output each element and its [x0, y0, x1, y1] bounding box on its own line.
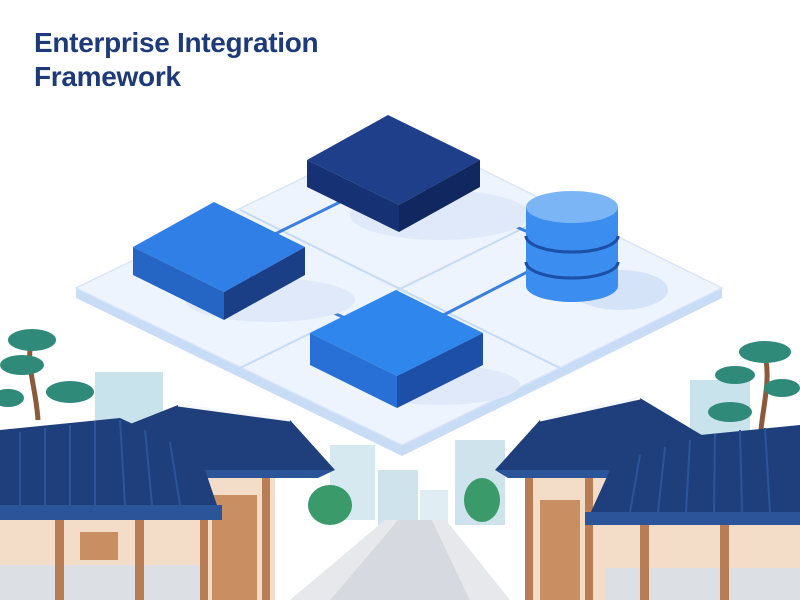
block-top-face: [133, 202, 305, 292]
hanok-pillar: [55, 520, 64, 600]
platform-grid-line: [239, 209, 561, 369]
database-band: [524, 261, 620, 280]
pine-foliage: [739, 341, 791, 363]
block-left-face: [310, 333, 397, 408]
database-top: [526, 191, 618, 223]
roof-tile-lines: [19, 419, 181, 506]
pine-foliage: [715, 366, 755, 384]
hanok-door: [540, 500, 580, 600]
database-body: [526, 207, 618, 302]
sidewalk-left: [290, 520, 398, 600]
roof-tile-lines: [629, 427, 771, 513]
hanok-pillar: [640, 525, 649, 600]
block-left-face: [307, 160, 399, 232]
pine-tree-right: [708, 341, 800, 441]
block-right-face: [397, 333, 483, 408]
pine-trunk: [27, 349, 41, 421]
title-line-1: Enterprise Integration: [34, 27, 319, 58]
hanok-roof-eave: [585, 512, 800, 525]
hanok-left-front: [0, 418, 222, 600]
sidewalk-right: [432, 520, 510, 600]
network-block-left: [133, 202, 355, 322]
block-top-face: [307, 115, 480, 205]
shrub-foliage: [308, 485, 352, 525]
pine-foliage: [0, 355, 44, 375]
block-right-face: [224, 247, 305, 320]
hanok-pillar: [262, 470, 270, 600]
database-band: [524, 235, 620, 254]
block-right-face: [399, 160, 480, 232]
page-title: Enterprise Integration Framework: [34, 26, 319, 94]
building: [420, 490, 448, 525]
building: [378, 470, 418, 525]
network-block-top: [307, 115, 530, 240]
hanok-stone-wall: [605, 568, 800, 600]
hanok-roof-ridge: [177, 403, 291, 422]
hanok-right-front: [585, 425, 800, 600]
street: [290, 520, 510, 600]
pine-foliage: [8, 329, 56, 351]
hanok-pillar: [720, 525, 729, 600]
pine-foliage: [46, 381, 94, 403]
block-left-face: [133, 247, 224, 320]
hanok-roof-icon: [495, 398, 710, 470]
block-top-face: [310, 290, 483, 376]
shrub-foliage: [464, 478, 500, 522]
network-block-bottom: [310, 290, 520, 408]
hanok-pillar: [200, 470, 208, 600]
hanok-roof-ridge: [539, 396, 641, 422]
hanok-roof-icon: [585, 425, 800, 525]
title-line-2: Framework: [34, 61, 181, 92]
hanok-roof-icon: [0, 418, 222, 520]
hanok-roof-eave: [0, 505, 222, 520]
pine-foliage: [764, 379, 800, 397]
shrub: [308, 478, 500, 525]
pine-trunk: [757, 359, 770, 441]
database-cylinder-icon: [524, 191, 668, 310]
hanok-pillar: [585, 470, 593, 600]
hanok-pillar: [525, 470, 533, 600]
pine-foliage: [708, 402, 752, 422]
pine-foliage: [0, 389, 24, 407]
road: [330, 520, 470, 600]
hanok-stone-wall: [0, 565, 200, 600]
hanok-pillar: [135, 520, 144, 600]
hanok-window: [80, 532, 118, 560]
pine-tree-left: [0, 329, 94, 421]
